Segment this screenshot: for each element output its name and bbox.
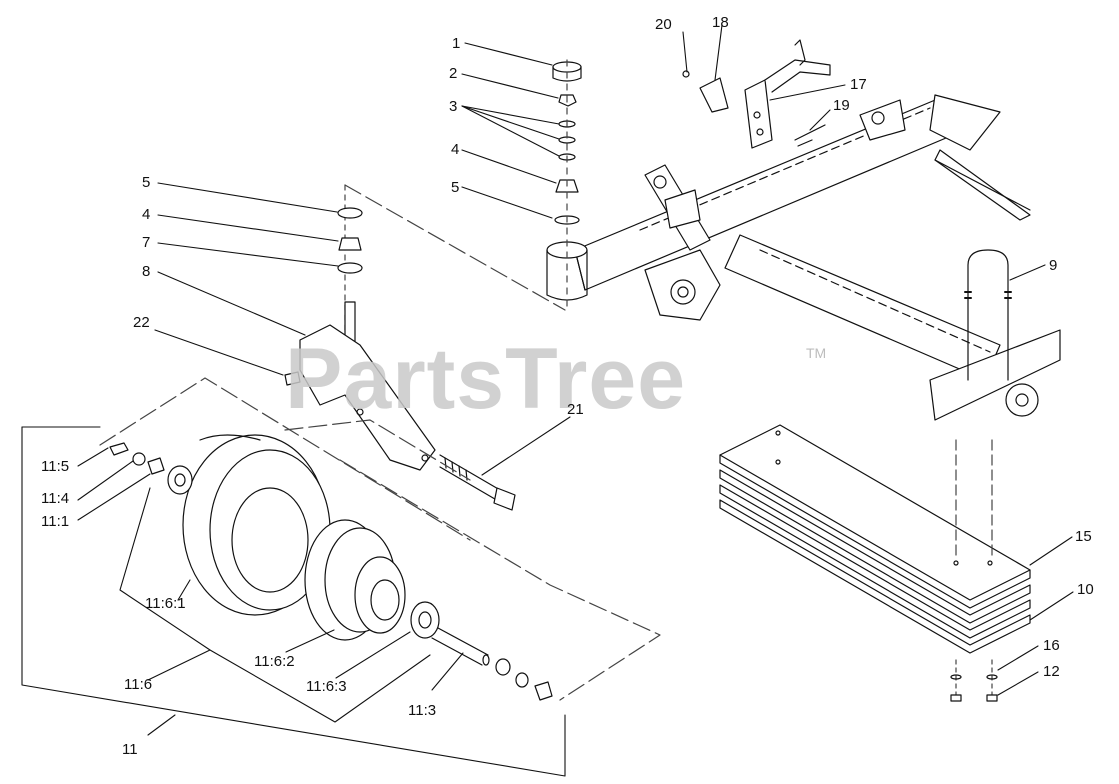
callout-20: 20 (655, 16, 672, 33)
callout-21: 21 (567, 401, 584, 418)
spindle-parts-top (552, 59, 582, 311)
callout-4b: 4 (142, 206, 151, 223)
callout-11-5: 11:5 (41, 458, 70, 475)
callout-19: 19 (833, 97, 850, 114)
watermark-text: PartsTree (285, 331, 687, 427)
callout-22: 22 (133, 314, 150, 331)
trademark-symbol: TM (806, 345, 827, 361)
callout-11-1: 11:1 (41, 513, 70, 530)
caster-fork (284, 184, 566, 511)
caster-wheel (99, 377, 661, 701)
callout-2: 2 (449, 65, 458, 82)
callout-11-6: 11:6 (124, 676, 153, 693)
callout-18: 18 (712, 14, 729, 31)
callout-11: 11 (122, 741, 138, 758)
callout-11-6-2: 11:6:2 (254, 653, 295, 670)
callout-11-3: 11:3 (408, 702, 437, 719)
callout-11-4: 11:4 (41, 490, 70, 507)
callout-7: 7 (142, 234, 151, 251)
callout-12: 12 (1043, 663, 1060, 680)
callout-11-6-3: 11:6:3 (306, 678, 347, 695)
callout-4: 4 (451, 141, 460, 158)
callout-15: 15 (1075, 528, 1092, 545)
callout-5: 5 (451, 179, 460, 196)
bracket-assembly (682, 39, 831, 149)
callout-9: 9 (1049, 257, 1058, 274)
callout-3: 3 (449, 98, 458, 115)
callout-5b: 5 (142, 174, 151, 191)
frame-assembly (546, 94, 1061, 421)
callout-8: 8 (142, 263, 151, 280)
callout-10: 10 (1077, 581, 1094, 598)
weight-plates (719, 249, 1031, 702)
callout-1: 1 (452, 35, 461, 52)
callout-11-6-1: 11:6:1 (145, 595, 186, 612)
leader-lines (21, 24, 1074, 777)
callout-17: 17 (850, 76, 867, 93)
callout-16: 16 (1043, 637, 1060, 654)
